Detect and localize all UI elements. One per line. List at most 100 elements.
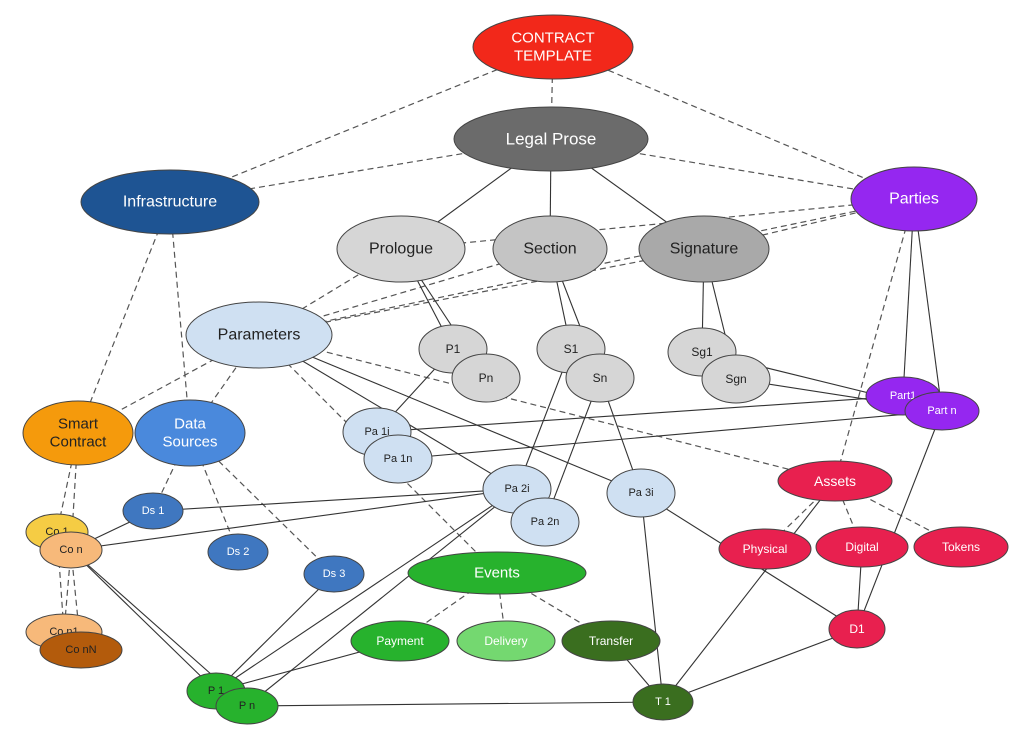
node-pa3i: Pa 3i [606,468,676,518]
node-con: Co n [39,531,103,569]
node-legal-prose: Legal Prose [453,106,649,172]
node-ds1: Ds 1 [122,492,184,530]
node-ds1-ellipse [122,492,184,530]
node-transfer: Transfer [561,620,661,662]
node-events: Events [407,551,587,595]
node-signature: Signature [638,215,770,283]
node-pa1n: Pa 1n [363,434,433,484]
node-legal-prose-ellipse [453,106,649,172]
node-d1-label: D1 [849,622,865,636]
node-section: Section [492,215,608,283]
node-pa2i-label: Pa 2i [504,483,529,495]
edge-parties-to-prologue [400,198,915,250]
node-pa3i-label: Pa 3i [628,487,653,499]
edge-infrastructure-to-data-sources [169,201,191,434]
node-conn-ellipse [39,631,123,669]
node-digital: Digital [815,526,909,568]
node-conn-label: Co nN [65,644,96,656]
node-transfer-label: Transfer [589,634,633,648]
edge-pa1n-to-partn [397,410,943,460]
node-pa2n: Pa 2n [510,497,580,547]
node-sgn-label: Sgn [725,372,746,386]
node-t1-label: T 1 [655,696,671,708]
node-parties: Parties [850,166,978,232]
node-digital-ellipse [815,526,909,568]
node-partn: Part n [904,391,980,431]
edge-parties-to-part1 [902,198,915,397]
edge-parties-to-assets [834,198,915,482]
node-prologue-label: Prologue [369,241,433,258]
edge-pa2i-to-p-1 [215,488,518,692]
node-p-n: P n [215,687,279,725]
edge-infrastructure-to-smart-contract [77,201,171,434]
node-assets-label: Assets [814,473,856,489]
node-pn-label: Pn [479,371,494,385]
edge-contract-template-to-infrastructure [169,46,554,203]
node-sn-label: Sn [593,371,608,385]
node-physical: Physical [718,528,812,570]
edge-parameters-to-assets [258,334,836,482]
edge-ds3-to-p-1 [215,573,335,692]
edge-pa1i-to-part1 [376,395,904,433]
node-parameters-ellipse [185,301,333,369]
edge-parameters-to-events [258,334,498,574]
node-prologue: Prologue [336,215,466,283]
node-d1: D1 [828,609,886,649]
edge-pa2i-to-p-n [246,488,518,707]
node-legal-prose-label: Legal Prose [506,130,597,149]
edge-prologue-to-parameters [258,248,402,336]
node-digital-label: Digital [845,540,878,554]
edge-contract-template-to-parties [552,46,915,200]
node-ds2-label: Ds 2 [227,546,250,558]
node-ds3-ellipse [303,555,365,593]
node-sgn: Sgn [701,354,771,404]
node-smart-contract-label: Smart [58,416,99,433]
node-infrastructure: Infrastructure [80,169,260,235]
node-pa2n-ellipse [510,497,580,547]
node-signature-label: Signature [670,241,739,258]
node-parties-ellipse [850,166,978,232]
node-prologue-ellipse [336,215,466,283]
node-ds3: Ds 3 [303,555,365,593]
node-p1-label: P1 [446,342,461,356]
node-conn: Co nN [39,631,123,669]
node-infrastructure-label: Infrastructure [123,194,217,211]
node-parameters: Parameters [185,301,333,369]
node-s1-label: S1 [564,342,579,356]
node-physical-label: Physical [743,542,788,556]
node-infrastructure-ellipse [80,169,260,235]
node-tokens-label: Tokens [942,540,980,554]
node-pa3i-ellipse [606,468,676,518]
node-tokens: Tokens [913,526,1009,568]
node-t1: T 1 [632,683,694,721]
edge-parties-to-partn [913,198,943,412]
node-smart-contract-ellipse [22,400,134,466]
node-delivery-ellipse [456,620,556,662]
node-pa2n-label: Pa 2n [531,516,560,528]
node-smart-contract-label: Contract [50,434,108,451]
node-delivery: Delivery [456,620,556,662]
edge-d1-to-t1 [662,628,858,703]
edge-parameters-to-pa3i [258,334,642,494]
node-t1-ellipse [632,683,694,721]
edge-signature-to-parameters [258,248,705,336]
node-ds3-label: Ds 3 [323,568,346,580]
node-payment-ellipse [350,620,450,662]
node-contract-template-ellipse [472,14,634,80]
node-ds2: Ds 2 [207,533,269,571]
node-contract-template-label: CONTRACT [511,30,594,47]
node-section-label: Section [523,241,576,258]
node-d1-ellipse [828,609,886,649]
node-sn: Sn [565,353,635,403]
node-payment-label: Payment [376,634,424,648]
node-con-ellipse [39,531,103,569]
node-sgn-ellipse [701,354,771,404]
edge-con-to-pa2i [70,488,518,551]
node-pn-ellipse [451,353,521,403]
edge-sn-to-pa2n [544,377,601,523]
node-parties-label: Parties [889,191,939,208]
node-data-sources-ellipse [134,399,246,467]
